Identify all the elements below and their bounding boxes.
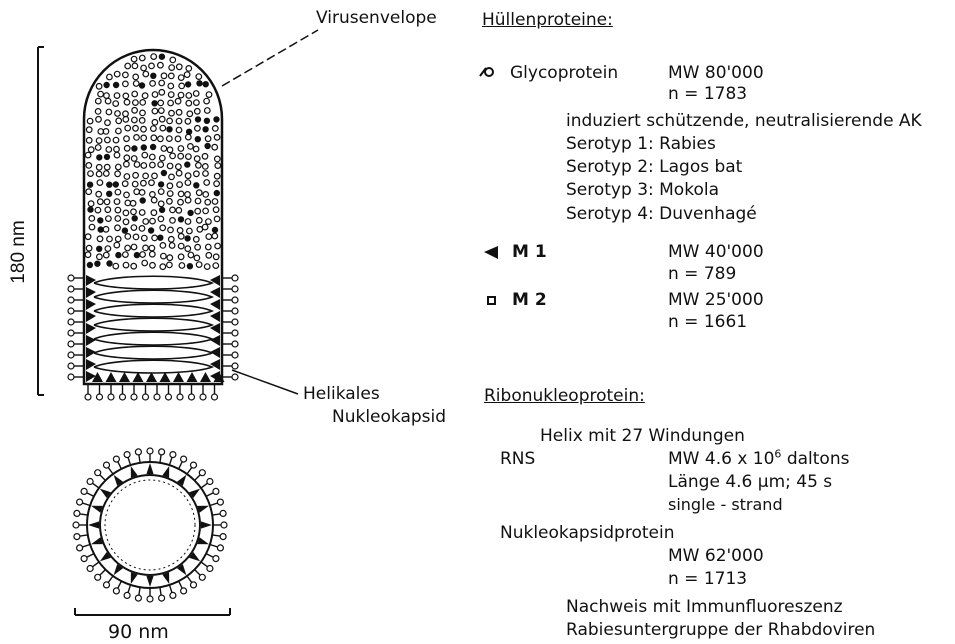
glycoprotein-icon — [480, 68, 493, 76]
m2-square-icon — [488, 297, 495, 304]
rns-label: RNS — [500, 449, 535, 469]
leader-virusenvelope — [222, 30, 318, 86]
np-label: Nukleokapsidprotein — [500, 523, 674, 543]
rns-mw-unit: daltons — [781, 449, 849, 469]
serotype-3: Serotyp 3: Mokola — [566, 180, 719, 200]
glycoprotein-n: n = 1783 — [668, 84, 747, 104]
scale-length-label: 180 nm — [8, 220, 29, 283]
m1-name: M 1 — [512, 242, 547, 262]
detection-line: Nachweis mit Immunfluoreszenz — [566, 597, 843, 617]
rns-mw-base: MW 4.6 x 10 — [668, 449, 774, 469]
m2-name: M 2 — [512, 290, 547, 310]
m2-n: n = 1661 — [668, 312, 747, 332]
m1-mw: MW 40'000 — [668, 242, 764, 262]
glycoprotein-note: induziert schützende, neutralisierende A… — [566, 111, 922, 131]
virion-longitudinal-section — [68, 50, 238, 400]
helix-line: Helix mit 27 Windungen — [540, 426, 745, 446]
subgroup-line: Rabiesuntergruppe der Rhabdoviren — [566, 620, 875, 640]
helical-label-line1: Helikales — [303, 384, 380, 404]
scale-bar-length — [38, 47, 44, 395]
rns-strand: single - strand — [668, 495, 783, 515]
serotype-2: Serotyp 2: Lagos bat — [566, 157, 742, 177]
glycoprotein-name: Glycoprotein — [510, 63, 618, 83]
virion-cross-section — [73, 448, 227, 602]
leader-nukleokapsid — [232, 370, 298, 394]
m2-mw: MW 25'000 — [668, 290, 764, 310]
helical-label-line2: Nukleokapsid — [332, 407, 446, 427]
ribonucleoprotein-heading: Ribonukleoprotein: — [484, 386, 645, 406]
scale-bar-width — [75, 608, 230, 615]
envelope-proteins-heading: Hüllenproteine: — [482, 10, 613, 30]
np-n: n = 1713 — [668, 569, 747, 589]
serotype-4: Serotyp 4: Duvenhagé — [566, 204, 757, 224]
m1-triangle-icon — [484, 246, 498, 259]
m1-n: n = 789 — [668, 264, 736, 284]
rns-mw: MW 4.6 x 106 daltons — [668, 449, 849, 469]
virusenvelope-label: Virusenvelope — [316, 8, 437, 28]
rns-length: Länge 4.6 µm; 45 s — [668, 472, 832, 492]
serotype-1: Serotyp 1: Rabies — [566, 134, 716, 154]
glycoprotein-mw: MW 80'000 — [668, 63, 764, 83]
np-mw: MW 62'000 — [668, 546, 764, 566]
scale-width-label: 90 nm — [108, 622, 169, 642]
